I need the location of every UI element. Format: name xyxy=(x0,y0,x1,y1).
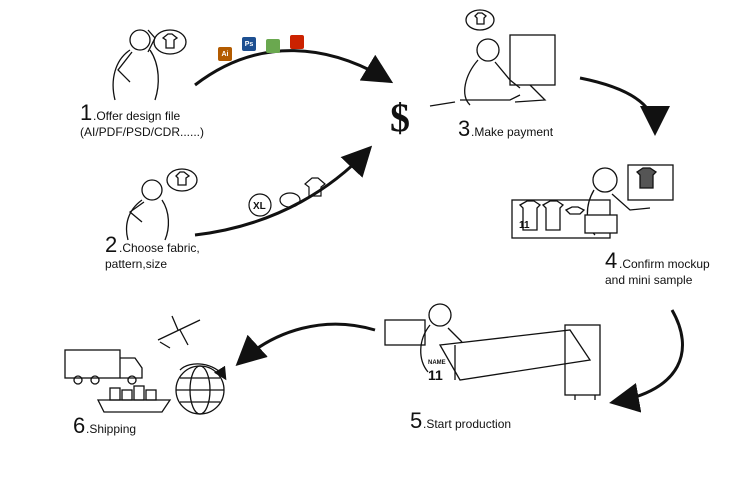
step-4-sub: and mini sample xyxy=(605,273,693,287)
arrow-4-to-5 xyxy=(609,309,684,413)
cdr-file-icon xyxy=(266,39,280,53)
arrow-2-to-3 xyxy=(194,145,373,237)
payment-person-icon xyxy=(429,9,556,107)
arrow-5-to-6 xyxy=(235,322,376,367)
fabric-size-icons xyxy=(248,177,326,217)
step-4-label: .Confirm mockup xyxy=(619,257,710,271)
airplane-icon xyxy=(157,315,201,349)
ai-file-label: Ai xyxy=(221,50,229,58)
step-3-label: .Make payment xyxy=(471,125,554,139)
production-jersey-number: 11 xyxy=(428,367,443,383)
step-4-number: 4 xyxy=(605,248,617,273)
mockup-jersey-number: 11 xyxy=(519,220,530,231)
step-5-label: .Start production xyxy=(423,417,511,431)
size-badge: XL xyxy=(253,201,266,212)
step-6-number: 6 xyxy=(73,413,85,438)
globe-icon xyxy=(175,363,227,415)
step-5-number: 5 xyxy=(410,408,422,433)
arrow-1-to-3 xyxy=(194,49,394,87)
step-1-number: 1 xyxy=(80,100,92,125)
mockup-person-icon xyxy=(511,164,674,239)
production-scene-icon xyxy=(384,303,601,400)
step-2-number: 2 xyxy=(105,232,117,257)
ps-file-icon: Ps xyxy=(242,37,256,51)
dollar-icon: $ xyxy=(390,95,410,140)
customer-person-icon xyxy=(125,168,198,241)
step-2-sub: pattern,size xyxy=(105,257,167,271)
arrow-3-to-4 xyxy=(579,76,670,136)
step-6-label: .Shipping xyxy=(86,422,136,436)
step-2-label: .Choose fabric, xyxy=(119,241,200,255)
pdf-file-icon xyxy=(290,35,304,49)
step-1-sub: (AI/PDF/PSD/CDR......) xyxy=(80,125,204,139)
designer-person-icon xyxy=(112,29,187,101)
truck-icon xyxy=(64,349,143,385)
ps-file-label: Ps xyxy=(244,40,254,48)
step-1-label: .Offer design file xyxy=(93,109,180,123)
step-3-number: 3 xyxy=(458,116,470,141)
production-jersey-name: NAME xyxy=(428,360,446,366)
cargo-ship-icon xyxy=(96,385,172,413)
ai-file-icon: Ai xyxy=(218,47,232,61)
